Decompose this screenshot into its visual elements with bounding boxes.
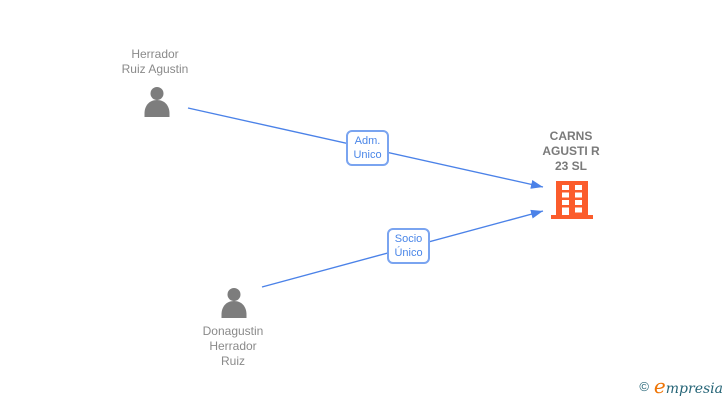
person-icon xyxy=(221,288,247,318)
edge-label-adm-unico: Adm. Unico xyxy=(346,130,389,166)
edge-label-socio-unico: Socio Único xyxy=(387,228,430,264)
person-2-name-line-3: Ruiz xyxy=(220,354,245,368)
copyright-icon: © xyxy=(639,379,649,394)
edge-label-line-2: Unico xyxy=(353,149,382,161)
brand-rest: mpresia xyxy=(665,381,723,397)
building-icon xyxy=(551,181,593,219)
brand-first-letter: e xyxy=(653,374,666,398)
edge-label-line-1: Socio xyxy=(394,233,423,245)
company-name-line-1: CARNS xyxy=(549,129,593,143)
person-2-name-line-1: Donagustin xyxy=(202,324,264,338)
person-2-node[interactable] xyxy=(220,287,248,319)
person-1-name-line-1: Herrador xyxy=(131,47,179,61)
company-name-line-3: 23 SL xyxy=(554,159,587,173)
person-2-name-line-2: Herrador xyxy=(209,339,257,353)
person-2-name[interactable]: Donagustin Herrador Ruiz xyxy=(168,324,298,369)
edge-label-line-2: Único xyxy=(394,247,423,259)
company-name-line-2: AGUSTI R xyxy=(542,144,600,158)
company-node[interactable] xyxy=(551,181,593,224)
person-1-node[interactable] xyxy=(143,86,171,118)
edge-label-line-1: Adm. xyxy=(354,135,381,147)
person-1-name[interactable]: Herrador Ruiz Agustin xyxy=(90,47,220,77)
company-name[interactable]: CARNS AGUSTI R 23 SL xyxy=(516,129,626,174)
person-icon xyxy=(144,87,170,117)
empresia-brand-text: empresia xyxy=(654,376,723,397)
empresia-logo[interactable]: © empresia xyxy=(639,376,723,397)
person-1-name-line-2: Ruiz Agustin xyxy=(121,62,189,76)
